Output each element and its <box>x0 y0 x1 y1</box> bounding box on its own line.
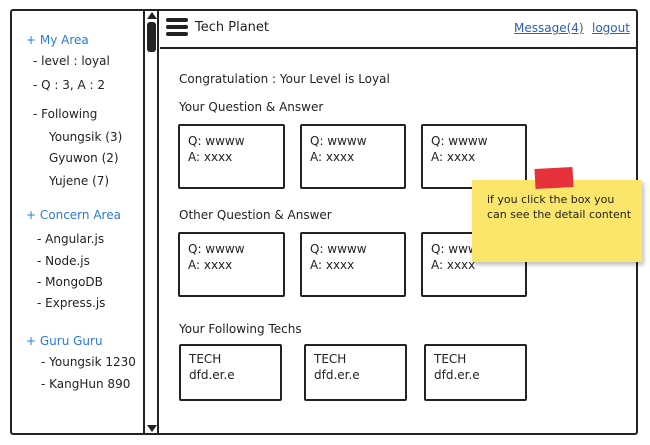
following-techs-title: Your Following Techs <box>179 322 302 336</box>
tech-card-3[interactable]: TECH dfd.er.e <box>424 344 527 401</box>
app-title: Tech Planet <box>195 20 270 35</box>
sidebar-concern-express[interactable]: - Express.js <box>37 296 106 310</box>
sidebar-my-area-header[interactable]: + My Area <box>26 33 89 47</box>
vertical-scrollbar[interactable] <box>145 9 159 435</box>
sticky-note <box>472 180 642 262</box>
sidebar-concern-area-header[interactable]: + Concern Area <box>26 208 121 222</box>
card-answer: A: xxxx <box>188 258 233 272</box>
sidebar <box>10 9 145 435</box>
your-qa-card-1[interactable]: Q: wwww A: xxxx <box>178 124 285 189</box>
card-question: Q: wwww <box>188 242 245 256</box>
your-qa-card-3[interactable]: Q: wwww A: xxxx <box>421 124 527 189</box>
tech-card-2[interactable]: TECH dfd.er.e <box>304 344 407 401</box>
card-question: Q: wwww <box>188 134 245 148</box>
scroll-down-icon[interactable] <box>147 425 157 432</box>
your-qa-card-2[interactable]: Q: wwww A: xxxx <box>300 124 406 189</box>
tech-value: dfd.er.e <box>314 368 360 382</box>
sidebar-concern-node[interactable]: - Node.js <box>37 254 90 268</box>
tape-icon <box>534 167 574 189</box>
card-question: Q: wwww <box>431 134 488 148</box>
logout-link[interactable]: logout <box>592 21 630 35</box>
card-question: Q: wwww <box>310 134 367 148</box>
your-qa-title: Your Question & Answer <box>179 100 324 114</box>
card-answer: A: xxxx <box>431 258 476 272</box>
card-question: Q: wwww <box>310 242 367 256</box>
card-answer: A: xxxx <box>188 150 233 164</box>
message-link[interactable]: Message(4) <box>514 21 584 35</box>
sticky-note-text: if you click the box you can see the det… <box>487 193 632 221</box>
sidebar-following-gyuwon[interactable]: Gyuwon (2) <box>49 151 119 165</box>
tech-name: TECH <box>189 352 222 366</box>
other-qa-title: Other Question & Answer <box>179 208 332 222</box>
other-qa-card-2[interactable]: Q: wwww A: xxxx <box>300 232 406 297</box>
tech-name: TECH <box>314 352 347 366</box>
card-answer: A: xxxx <box>310 150 355 164</box>
sidebar-guru-kanghun[interactable]: - KangHun 890 <box>41 377 131 391</box>
sidebar-guru-guru-header[interactable]: + Guru Guru <box>26 334 103 348</box>
sidebar-following-yujene[interactable]: Yujene (7) <box>49 174 110 188</box>
sidebar-concern-angular[interactable]: - Angular.js <box>37 232 105 246</box>
scroll-up-icon[interactable] <box>147 12 157 19</box>
card-answer: A: xxxx <box>310 258 355 272</box>
sidebar-following-youngsik[interactable]: Youngsik (3) <box>49 130 123 144</box>
sidebar-concern-mongodb[interactable]: - MongoDB <box>37 275 103 289</box>
tech-name: TECH <box>434 352 467 366</box>
tech-value: dfd.er.e <box>434 368 480 382</box>
scrollbar-thumb[interactable] <box>147 22 156 52</box>
header-divider <box>160 47 638 49</box>
tech-card-1[interactable]: TECH dfd.er.e <box>179 344 282 401</box>
sidebar-following-label: - Following <box>33 107 98 121</box>
sidebar-level: - level : loyal <box>33 54 110 68</box>
sidebar-guru-youngsik[interactable]: - Youngsik 1230 <box>41 355 136 369</box>
hamburger-menu-icon[interactable] <box>166 18 188 36</box>
tech-value: dfd.er.e <box>189 368 235 382</box>
card-answer: A: xxxx <box>431 150 476 164</box>
congratulation-text: Congratulation : Your Level is Loyal <box>179 72 390 86</box>
sidebar-qa-count: - Q : 3, A : 2 <box>33 78 106 92</box>
other-qa-card-1[interactable]: Q: wwww A: xxxx <box>178 232 285 297</box>
